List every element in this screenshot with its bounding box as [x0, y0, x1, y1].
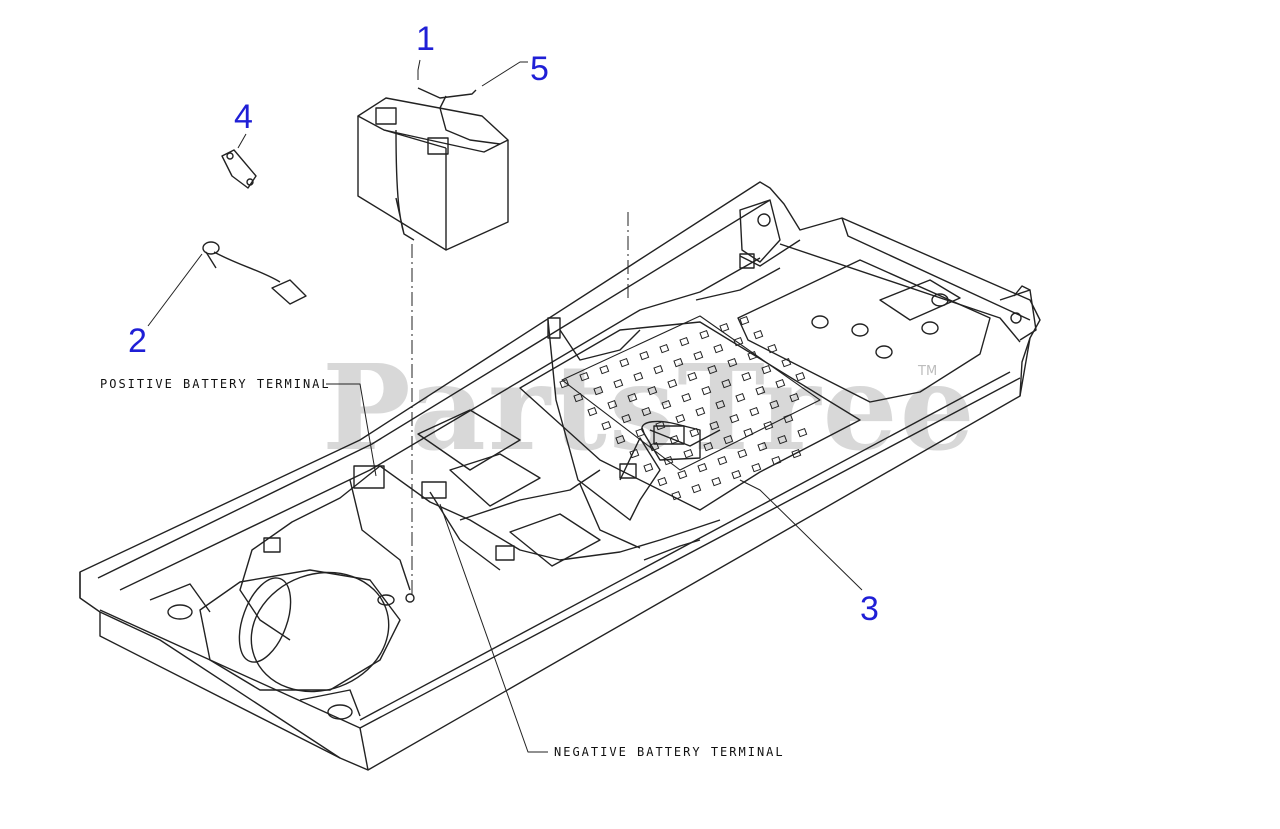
floor-hole [633, 371, 644, 382]
floor-hole [775, 378, 786, 389]
part-2-switch [202, 241, 307, 305]
floor-hole [767, 343, 778, 354]
floor-hole [673, 357, 684, 368]
floor-hole [751, 462, 762, 473]
floor-hole [777, 434, 788, 445]
floor-hole [715, 399, 726, 410]
floor-hole [667, 378, 678, 389]
floor-hole [619, 357, 630, 368]
floor-hole [647, 385, 658, 396]
floor-hole [797, 427, 808, 438]
floor-hole [703, 441, 714, 452]
floor-hole [663, 455, 674, 466]
floor-plate-holes [559, 315, 808, 501]
floor-hole [761, 364, 772, 375]
floor-hole [731, 469, 742, 480]
floor-hole [771, 455, 782, 466]
floor-hole [653, 364, 664, 375]
floor-hole [579, 371, 590, 382]
negative-terminal-label: NEGATIVE BATTERY TERMINAL [554, 745, 785, 759]
floor-hole [709, 420, 720, 431]
floor-hole [695, 406, 706, 417]
floor-hole [781, 357, 792, 368]
floor-hole [701, 385, 712, 396]
floor-hole [671, 490, 682, 501]
floor-hole [559, 378, 570, 389]
floor-hole [691, 483, 702, 494]
floor-hole [679, 336, 690, 347]
floor-hole [737, 448, 748, 459]
leader-lines [147, 59, 863, 753]
floor-hole [697, 462, 708, 473]
floor-hole [791, 448, 802, 459]
floor-hole [739, 315, 750, 326]
floor-hole [783, 413, 794, 424]
floor-hole [607, 399, 618, 410]
floor-hole [741, 371, 752, 382]
floor-hole [717, 455, 728, 466]
floor-hole [769, 399, 780, 410]
floor-hole [721, 378, 732, 389]
floor-hole [657, 476, 668, 487]
floor-hole [733, 336, 744, 347]
floor-hole [749, 406, 760, 417]
battery [357, 87, 509, 251]
floor-hole [707, 364, 718, 375]
floor-hole [687, 371, 698, 382]
callout-3: 3 [860, 590, 879, 628]
floor-hole [661, 399, 672, 410]
floor-hole [655, 420, 666, 431]
floor-hole [639, 350, 650, 361]
wire-harness [239, 239, 801, 641]
floor-hole [675, 413, 686, 424]
floor-hole [713, 343, 724, 354]
floor-hole [727, 357, 738, 368]
floor-hole [615, 434, 626, 445]
floor-hole [795, 371, 806, 382]
floor-hole [669, 434, 680, 445]
floor-hole [753, 329, 764, 340]
callout-4: 4 [234, 98, 253, 136]
floor-hole [681, 392, 692, 403]
mower-frame [79, 181, 1041, 771]
floor-hole [601, 420, 612, 431]
watermark-trademark: TM [918, 364, 938, 379]
callout-5: 5 [530, 50, 549, 88]
floor-hole [729, 413, 740, 424]
floor-hole [747, 350, 758, 361]
floor-hole [593, 385, 604, 396]
floor-hole [743, 427, 754, 438]
floor-hole [755, 385, 766, 396]
floor-hole [763, 420, 774, 431]
floor-hole [735, 392, 746, 403]
floor-hole [683, 448, 694, 459]
floor-hole [689, 427, 700, 438]
floor-hole [635, 427, 646, 438]
floor-hole [693, 350, 704, 361]
callout-1: 1 [416, 20, 435, 58]
floor-hole [629, 448, 640, 459]
floor-hole [711, 476, 722, 487]
floor-hole [641, 406, 652, 417]
floor-hole [587, 406, 598, 417]
floor-hole [677, 469, 688, 480]
floor-hole [699, 329, 710, 340]
floor-hole [659, 343, 670, 354]
part-4-bracket [221, 149, 257, 189]
floor-hole [649, 441, 660, 452]
floor-hole [643, 462, 654, 473]
floor-hole [599, 364, 610, 375]
floor-hole [723, 434, 734, 445]
floor-hole [719, 322, 730, 333]
floor-hole [789, 392, 800, 403]
positive-terminal-label: POSITIVE BATTERY TERMINAL [100, 377, 331, 391]
floor-hole [573, 392, 584, 403]
floor-hole [613, 378, 624, 389]
alignment-lines [411, 212, 629, 596]
floor-hole [627, 392, 638, 403]
floor-hole [757, 441, 768, 452]
callout-2: 2 [128, 322, 147, 360]
floor-hole [621, 413, 632, 424]
